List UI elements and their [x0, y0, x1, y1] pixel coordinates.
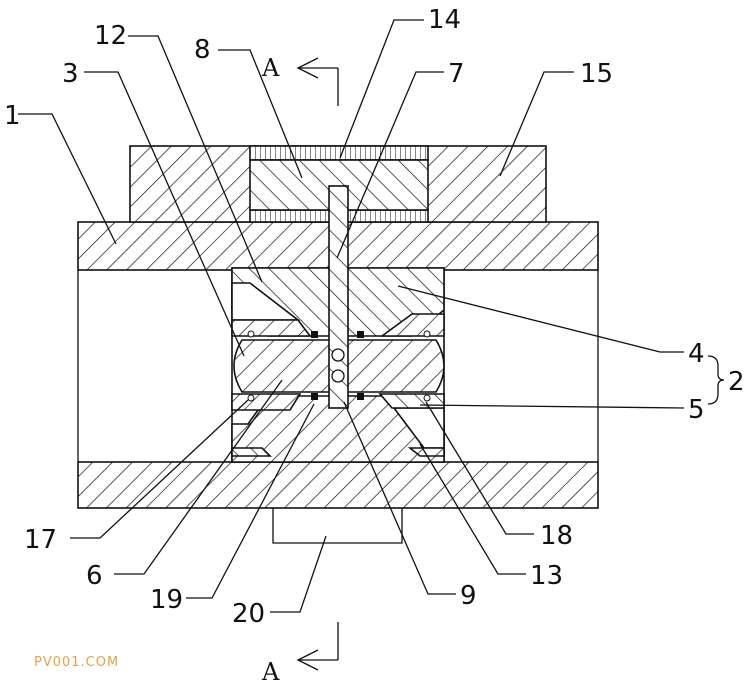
leader-20: [270, 535, 327, 613]
upper-ring-left: [231, 319, 312, 337]
watermark: PV001.COM: [34, 655, 119, 670]
brace-2: [707, 355, 725, 405]
leader-14: [339, 19, 424, 159]
oring-lower-left: [247, 394, 255, 402]
leader-19: [186, 403, 315, 599]
leader-8: [218, 49, 303, 179]
seal-lower-right: [357, 393, 364, 400]
label-7: 7: [448, 59, 465, 89]
label-5: 5: [688, 395, 705, 425]
label-9: 9: [460, 581, 477, 611]
label-20: 20: [232, 599, 265, 629]
label-12: 12: [94, 21, 127, 51]
lower-ring-right: [378, 393, 445, 409]
leader-12: [128, 35, 263, 283]
leader-18: [425, 401, 534, 535]
leader-15: [499, 71, 574, 177]
gear-ring-upper: [249, 145, 429, 161]
label-18: 18: [540, 521, 573, 551]
label-14: 14: [428, 5, 461, 35]
seal-upper-right: [357, 331, 364, 338]
label-3: 3: [62, 59, 79, 89]
leader-1: [18, 113, 117, 245]
leader-5: [419, 404, 685, 409]
label-2: 2: [728, 367, 745, 397]
valve-body-bottom-wall: [77, 461, 599, 509]
oring-upper-right: [423, 330, 431, 338]
seal-lower-left: [311, 393, 318, 400]
label-8: 8: [194, 35, 211, 65]
oring-lower-right: [423, 394, 431, 402]
section-label-bottom: A: [261, 658, 280, 686]
leader-4: [397, 285, 684, 353]
motor-box: [272, 508, 403, 544]
ball-bearing-lower: [331, 369, 345, 383]
leader-13: [419, 443, 526, 575]
leader-9: [343, 401, 456, 595]
label-1: 1: [4, 101, 21, 131]
leader-6: [114, 379, 283, 575]
ball-bearing-upper: [331, 348, 345, 362]
section-label-top: A: [261, 54, 280, 82]
leader-17: [70, 399, 249, 539]
label-19: 19: [150, 585, 183, 615]
leader-3: [84, 71, 245, 357]
label-13: 13: [530, 561, 563, 591]
seal-upper-left: [311, 331, 318, 338]
label-6: 6: [86, 561, 103, 591]
lower-inner-ring-right: [407, 447, 445, 457]
lower-inner-ring: [231, 447, 272, 457]
oring-upper-left: [247, 330, 255, 338]
upper-ring-right: [379, 313, 445, 337]
label-4: 4: [688, 339, 705, 369]
label-15: 15: [580, 59, 613, 89]
leader-7: [336, 71, 444, 259]
label-17: 17: [24, 525, 57, 555]
